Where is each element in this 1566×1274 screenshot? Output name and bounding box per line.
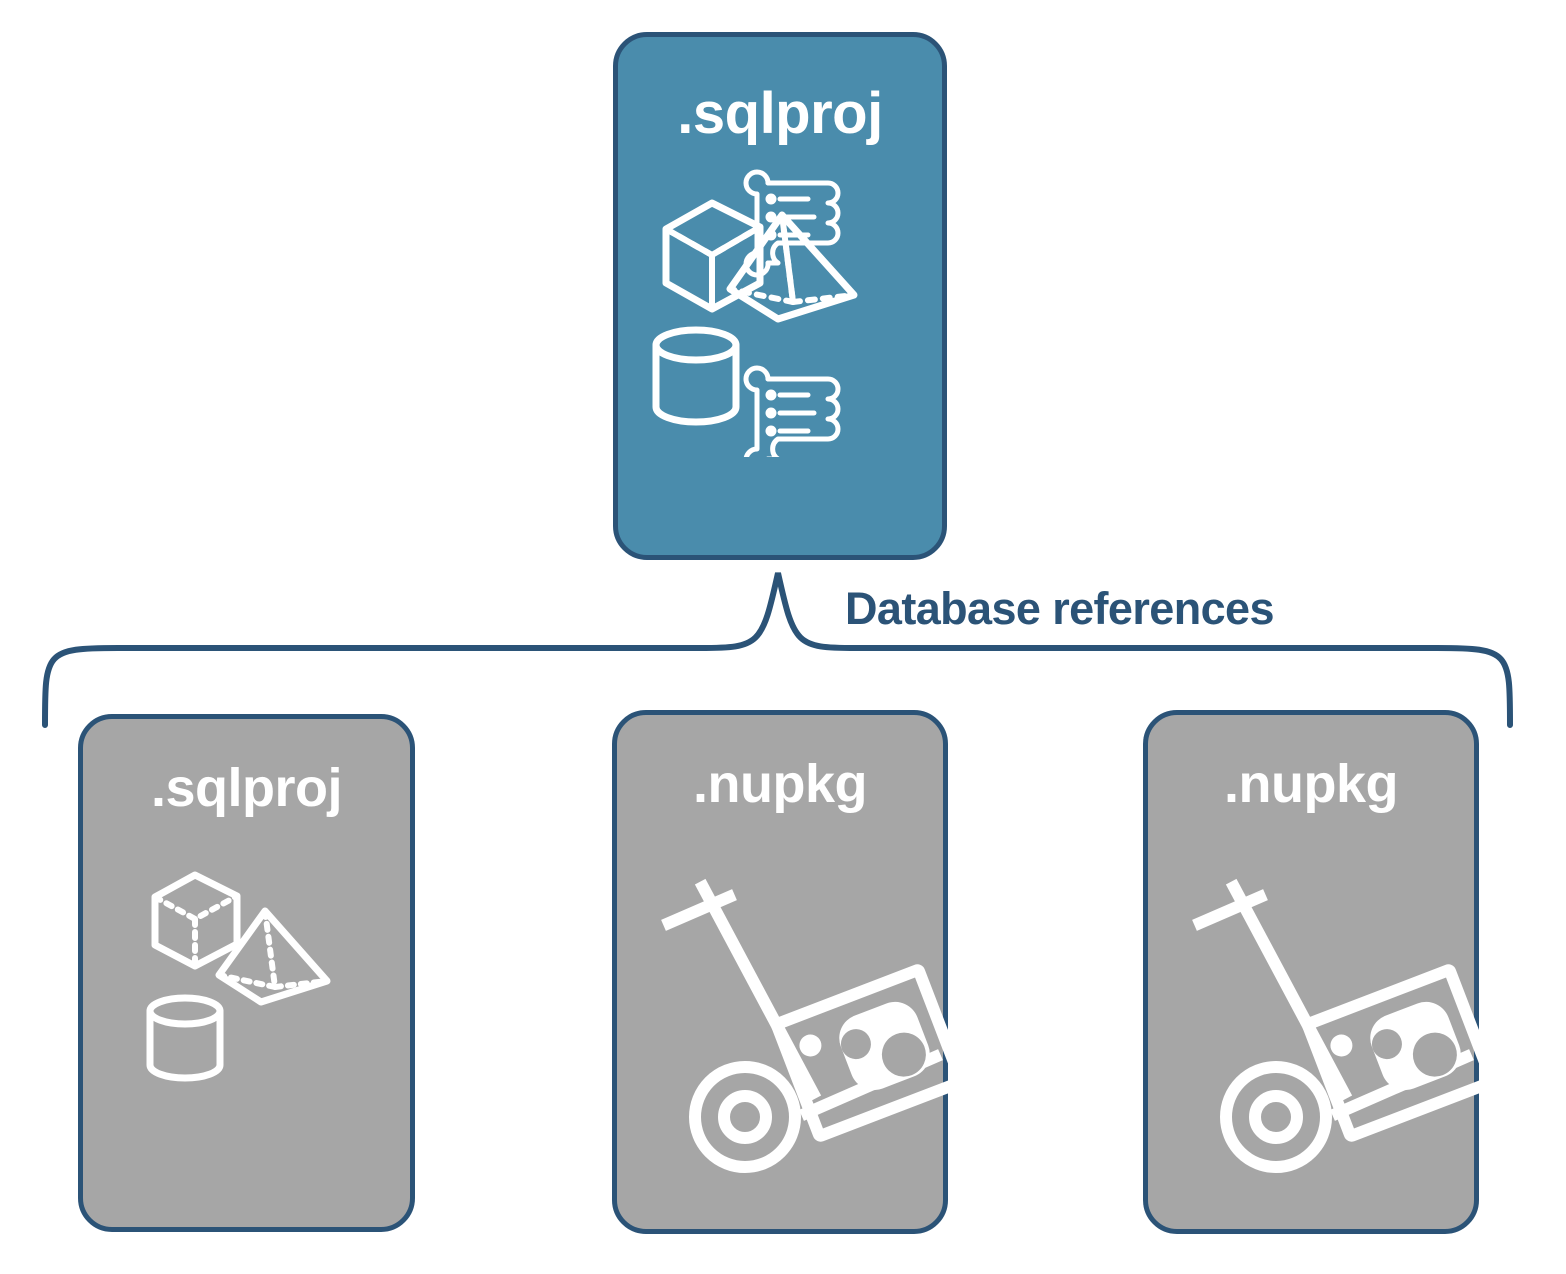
node-root-sqlproj[interactable]: .sqlproj (613, 32, 947, 560)
cylinder-icon (652, 326, 740, 426)
nuget-package-icon (1302, 964, 1498, 1142)
node-child-sqlproj-icon-group (83, 849, 410, 1099)
cube-icon (662, 199, 764, 313)
node-child-nupkg-2-icon-group (1148, 845, 1498, 1175)
node-root-icon-group (618, 167, 942, 474)
cube-icon (151, 871, 241, 970)
scroll-icon (743, 169, 841, 278)
node-child-nupkg-2-label: .nupkg (1224, 754, 1398, 814)
pyramid-icon (215, 907, 331, 1006)
node-root-label: .sqlproj (677, 81, 883, 146)
cylinder-icon (146, 994, 224, 1082)
scroll-icon (743, 365, 841, 474)
node-child-sqlproj-label: .sqlproj (150, 758, 343, 818)
nuget-package-icon (771, 964, 967, 1142)
node-child-nupkg-1-label: .nupkg (693, 754, 867, 814)
node-child-nupkg-1[interactable]: .nupkg (612, 710, 967, 1234)
node-child-nupkg-1-icon-group (617, 845, 967, 1175)
node-child-nupkg-2[interactable]: .nupkg (1143, 710, 1498, 1234)
node-child-sqlproj[interactable]: .sqlproj (78, 714, 415, 1232)
connector-label: Database references (845, 583, 1274, 634)
